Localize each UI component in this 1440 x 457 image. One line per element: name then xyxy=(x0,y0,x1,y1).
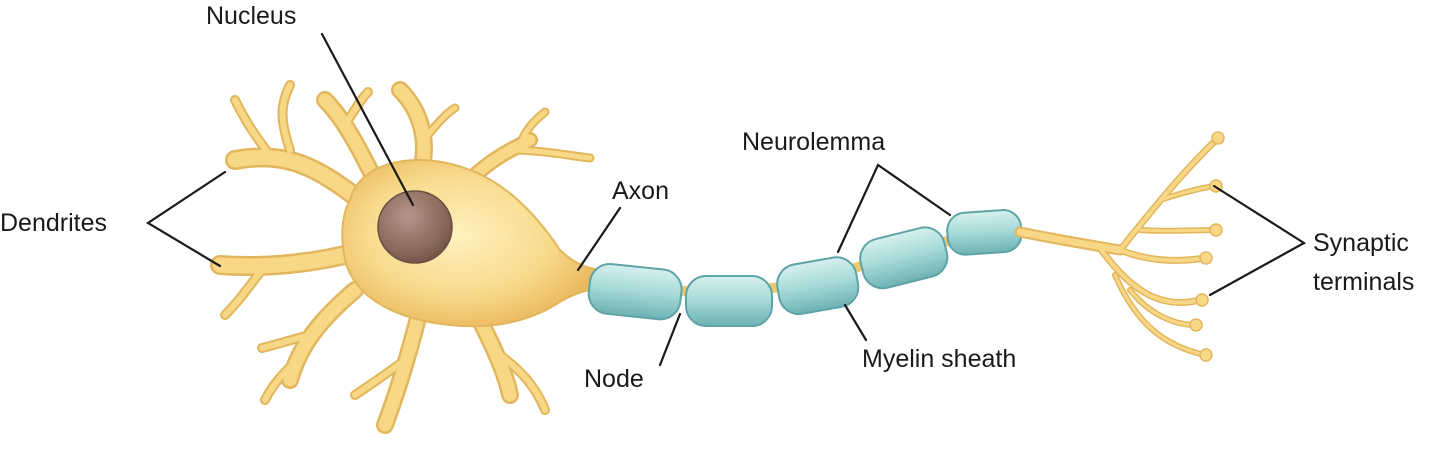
axon-label: Axon xyxy=(612,177,669,205)
neurolemma-label: Neurolemma xyxy=(742,128,885,156)
nucleus-label: Nucleus xyxy=(206,2,296,30)
myelin-segment xyxy=(587,262,683,321)
leader-lines xyxy=(145,32,1307,367)
synaptic-terminal-branches xyxy=(1014,131,1225,362)
myelin-segment xyxy=(946,209,1023,256)
myelin-leader xyxy=(843,303,868,342)
nucleus xyxy=(377,190,453,264)
synaptic-label-line1: Synaptic xyxy=(1313,229,1409,257)
synaptic-leader xyxy=(1208,184,1307,297)
node-leader xyxy=(658,312,682,367)
dendrites-label: Dendrites xyxy=(0,209,107,237)
synaptic-label-line2: terminals xyxy=(1313,268,1414,296)
axon-leader xyxy=(576,206,622,272)
neurolemma-leader xyxy=(836,163,952,254)
myelin-segment xyxy=(685,275,773,327)
labels: Nucleus Dendrites Axon Neurolemma Synapt… xyxy=(0,2,1414,393)
node-label: Node xyxy=(584,365,644,393)
dendrites-leader xyxy=(145,170,227,268)
nucleus-leader xyxy=(320,32,415,207)
myelin-sheath-label: Myelin sheath xyxy=(862,345,1016,373)
myelin-segment xyxy=(776,256,860,316)
myelin-segments xyxy=(587,209,1023,327)
cell-body xyxy=(341,159,601,328)
myelin-segment xyxy=(859,226,949,290)
